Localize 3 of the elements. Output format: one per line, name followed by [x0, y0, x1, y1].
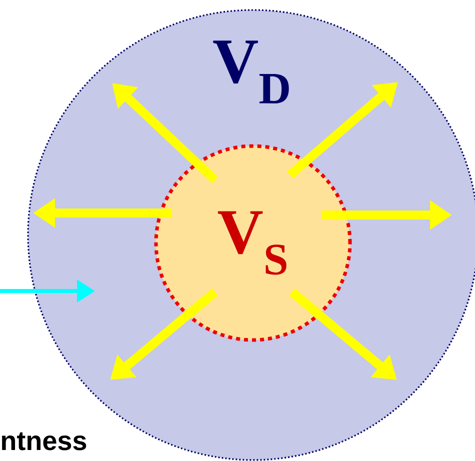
- caption-text: ntness: [2, 432, 86, 450]
- circle-label: V$_{S}$: [218, 211, 286, 275]
- circle-label: V$_{D}$: [213, 40, 289, 104]
